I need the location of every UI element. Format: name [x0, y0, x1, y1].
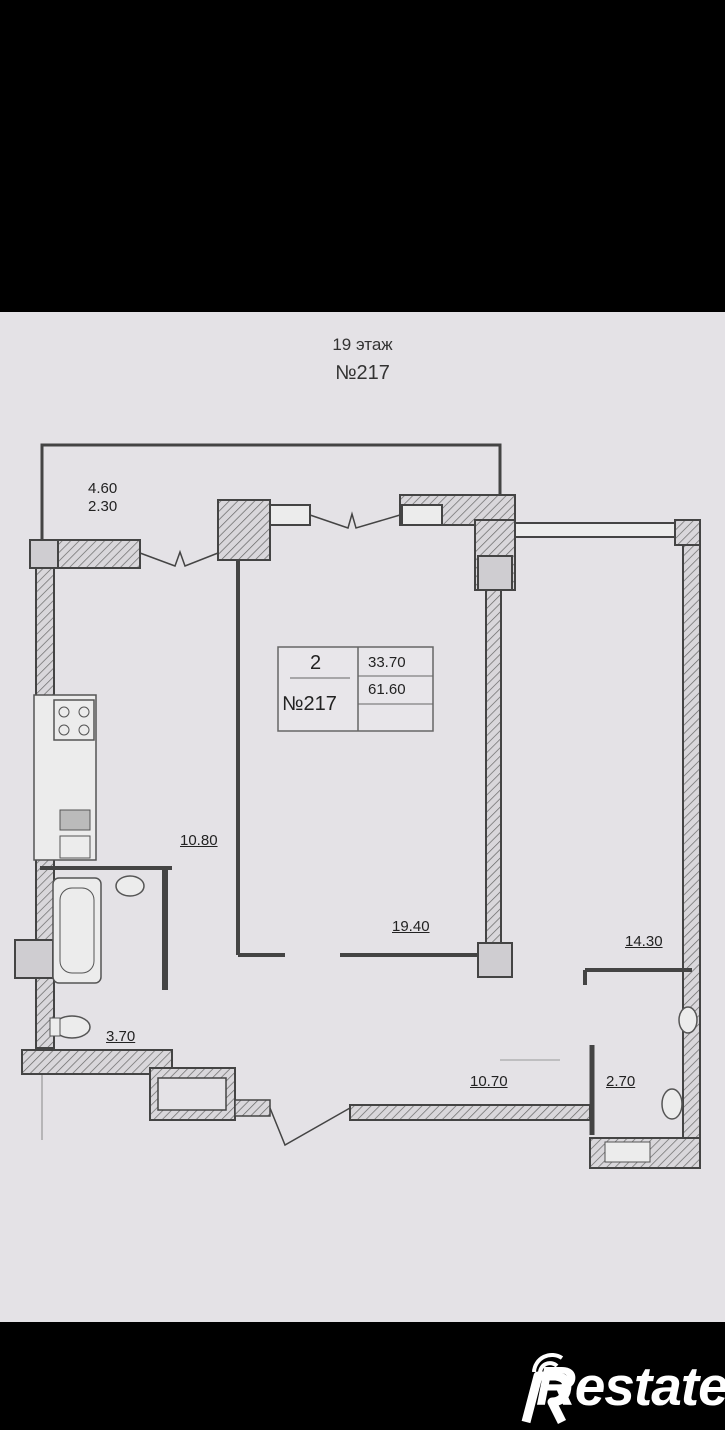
stove-burner: [78, 724, 90, 736]
sink: [59, 809, 91, 831]
wc-area: 2.70: [606, 1073, 636, 1090]
wc-washbasin: [678, 1006, 698, 1034]
restate-logo: Restate: [512, 1352, 725, 1426]
hall-area: 10.70: [470, 1073, 508, 1090]
stove-burner: [58, 724, 70, 736]
entrance-door: [269, 1107, 351, 1147]
living-room-area: 19.40: [392, 918, 430, 935]
balcony-door: [139, 549, 219, 567]
shaft-inner: [157, 1077, 227, 1111]
bottom-wall: [349, 1104, 591, 1121]
stove-burner: [58, 706, 70, 718]
kitchen-area: 10.80: [180, 832, 218, 849]
bottom-left-wall: [21, 1049, 173, 1075]
restate-logo-mark: [521, 1352, 572, 1425]
washbasin: [115, 875, 145, 897]
column: [29, 539, 59, 569]
balcony-door: [309, 511, 401, 529]
appliance: [59, 835, 91, 859]
toilet-tank: [49, 1017, 61, 1037]
right-wall: [682, 544, 701, 1151]
info-living-area: 33.70: [368, 654, 406, 671]
balcony-outline: [40, 443, 502, 540]
balcony-area-top: 4.60: [88, 480, 118, 497]
info-number: №217: [282, 693, 337, 715]
bathroom-area: 3.70: [106, 1028, 136, 1045]
footer-bar: [0, 1322, 725, 1430]
bedroom-area: 14.30: [625, 933, 663, 950]
info-total-area: 61.60: [368, 681, 406, 698]
stove: [53, 699, 95, 741]
floor-label: 19 этаж: [332, 335, 393, 354]
wall-block: [674, 519, 701, 546]
bathtub: [52, 877, 102, 984]
bathtub-inner: [59, 887, 95, 974]
column: [14, 939, 54, 979]
wall-block: [217, 499, 271, 561]
middle-wall: [485, 589, 502, 946]
window: [401, 504, 443, 526]
column: [477, 555, 513, 591]
apartment-label: №217: [335, 362, 390, 384]
info-box: [277, 646, 434, 732]
window: [514, 522, 676, 538]
window: [269, 504, 311, 526]
wall-block: [234, 1099, 271, 1117]
info-rooms: 2: [310, 652, 322, 674]
balcony-area-bottom: 2.30: [88, 498, 118, 515]
wc-toilet: [661, 1088, 683, 1120]
column: [477, 942, 513, 978]
restate-logo-text: Restate: [536, 1355, 725, 1417]
stove-burner: [78, 706, 90, 718]
shaft-inner: [604, 1141, 651, 1163]
